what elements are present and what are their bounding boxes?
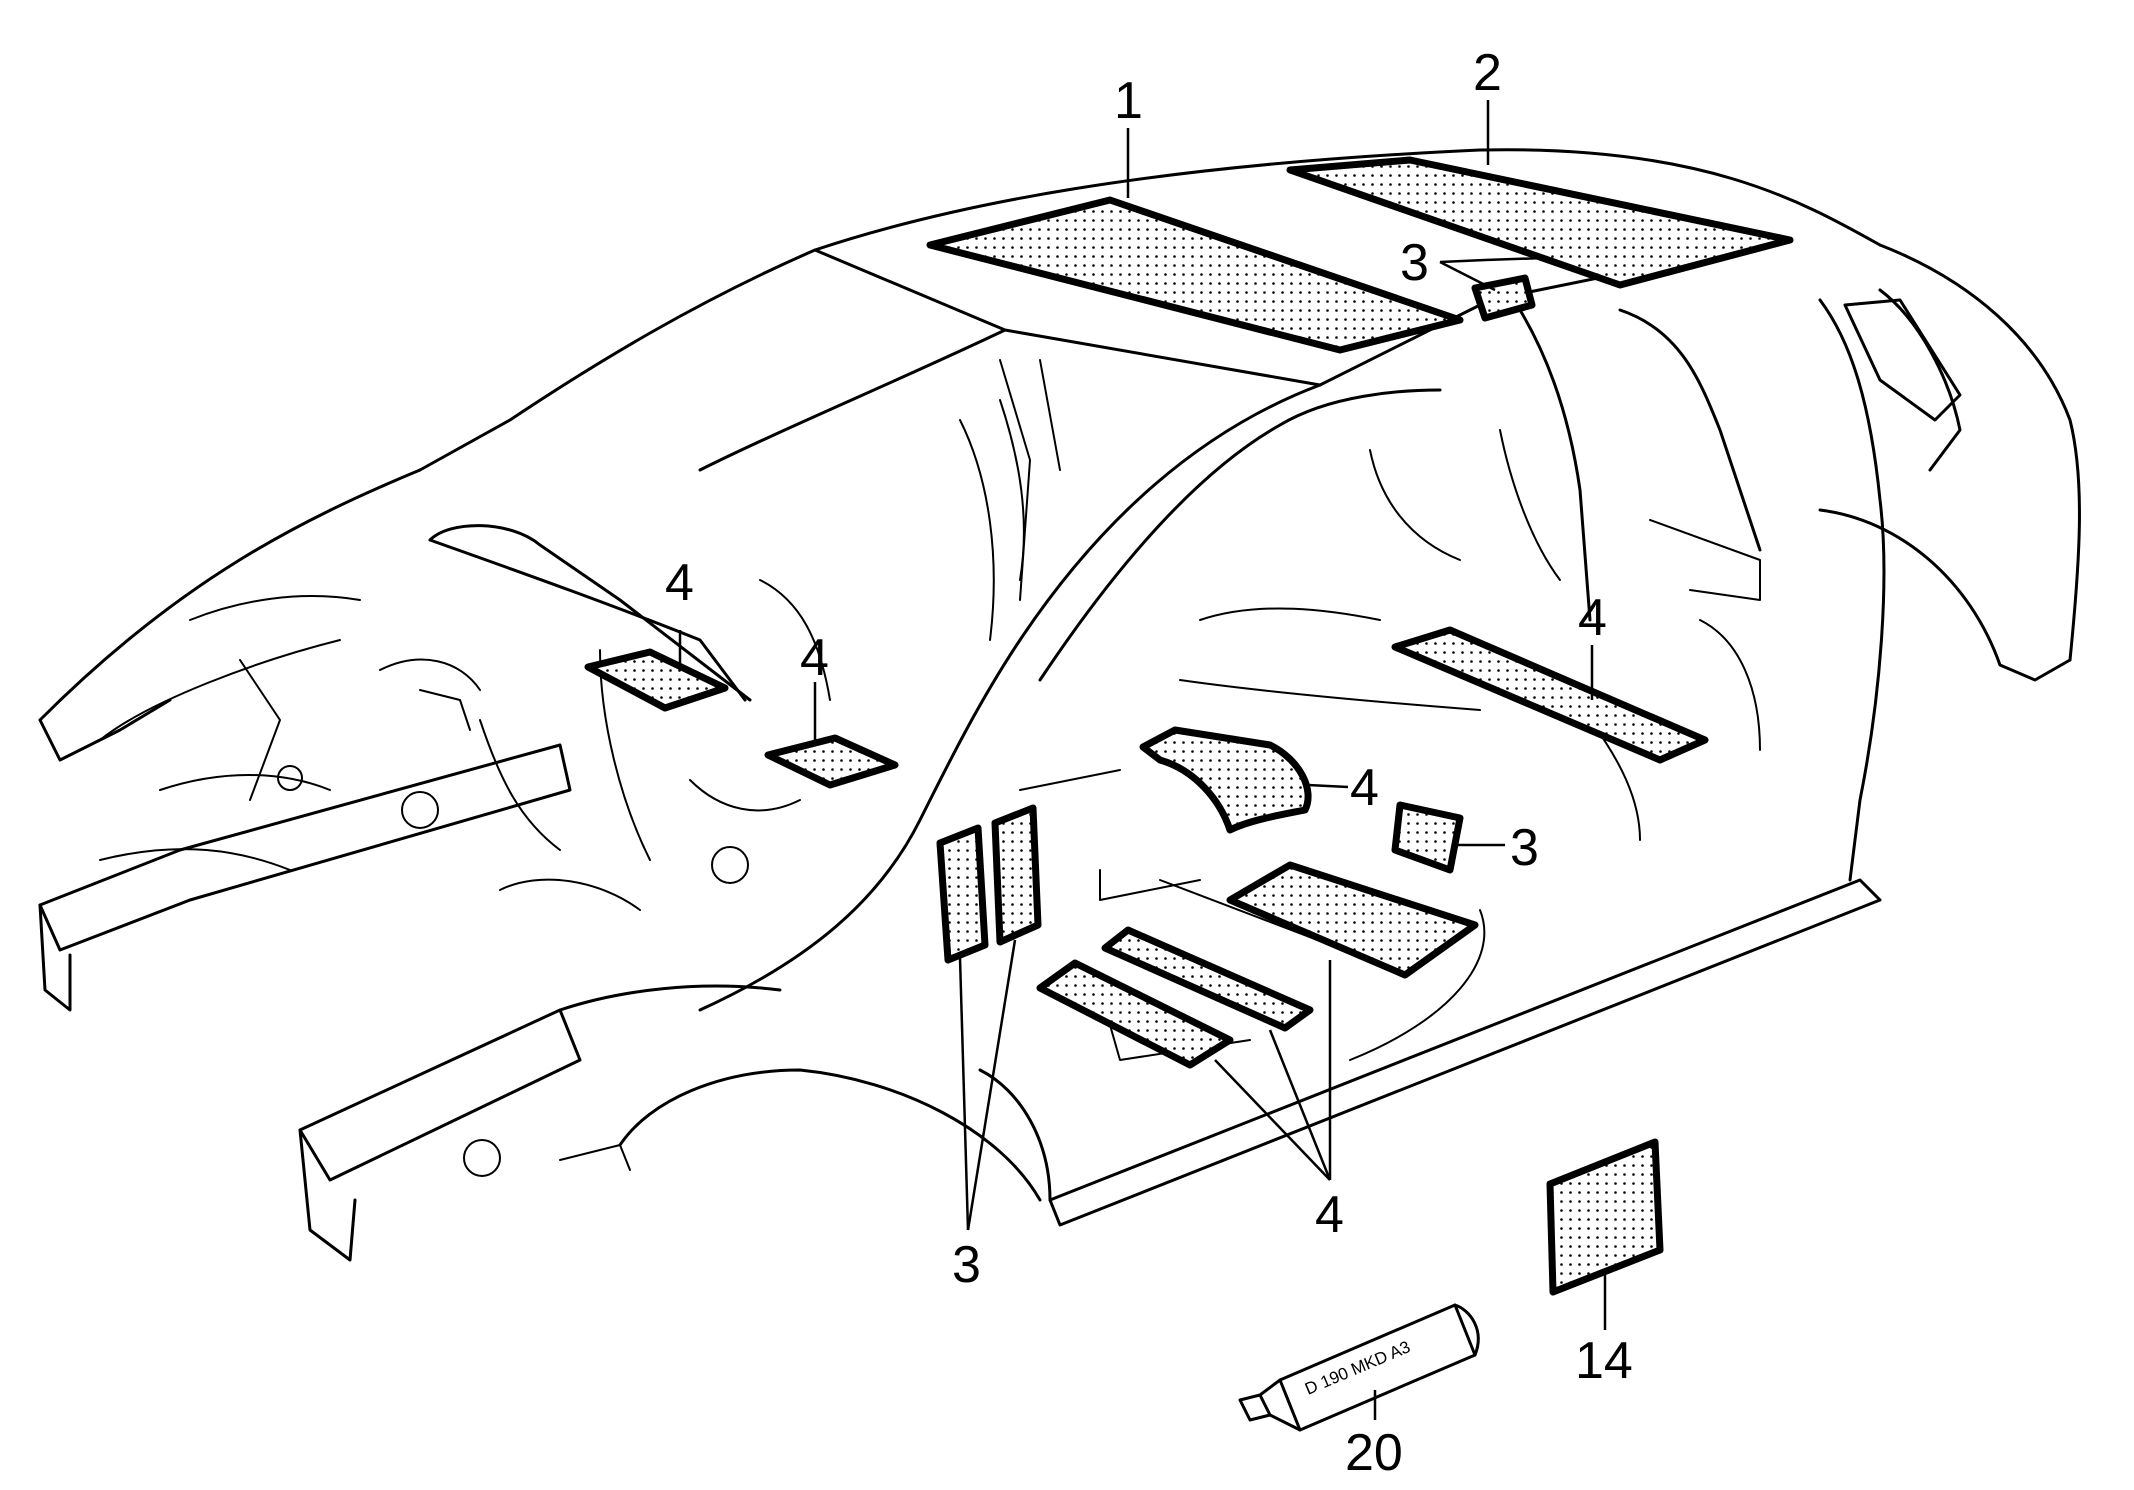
callout-4-rear-floor: 4: [1578, 589, 1607, 647]
damping-pads: [584, 156, 1794, 1296]
callout-3-pillars: 3: [952, 1236, 981, 1294]
tunnel-pad: [1139, 726, 1312, 834]
sealant-tube: D 190 MKD A3: [1238, 1303, 1480, 1432]
floor-pad-large: [1226, 861, 1479, 979]
floor-pad-strip: [1101, 926, 1314, 1032]
floor-side-pad: [1391, 801, 1464, 874]
callout-14: 14: [1575, 1332, 1633, 1390]
rear-floor-pad: [1391, 626, 1709, 764]
callout-3-roof: 3: [1400, 234, 1429, 292]
callout-4-dash-right: 4: [800, 629, 829, 687]
roof-pad-front: [926, 196, 1464, 354]
callout-4-floor-group: 4: [1315, 1186, 1344, 1244]
dash-pad-left: [584, 648, 729, 712]
roof-pad-rear: [1286, 156, 1794, 289]
leader-lines: [678, 100, 1607, 1420]
callout-3-floor: 3: [1510, 819, 1539, 877]
loose-pad: [1546, 1138, 1664, 1296]
callout-1: 1: [1114, 72, 1143, 130]
car-body-outline: [38, 148, 2081, 1262]
callout-4-dash-left: 4: [665, 554, 694, 612]
callout-2: 2: [1473, 44, 1502, 102]
pillar-pad-right: [991, 804, 1042, 946]
callout-20: 20: [1345, 1424, 1403, 1482]
callout-numbers: 1 2 3 4 4 4 4 3 4 3 14 20: [665, 44, 1633, 1482]
dash-pad-right: [764, 734, 899, 789]
floor-pad-lower: [1036, 959, 1234, 1069]
pillar-pad-left: [936, 824, 989, 964]
callout-4-tunnel: 4: [1350, 759, 1379, 817]
